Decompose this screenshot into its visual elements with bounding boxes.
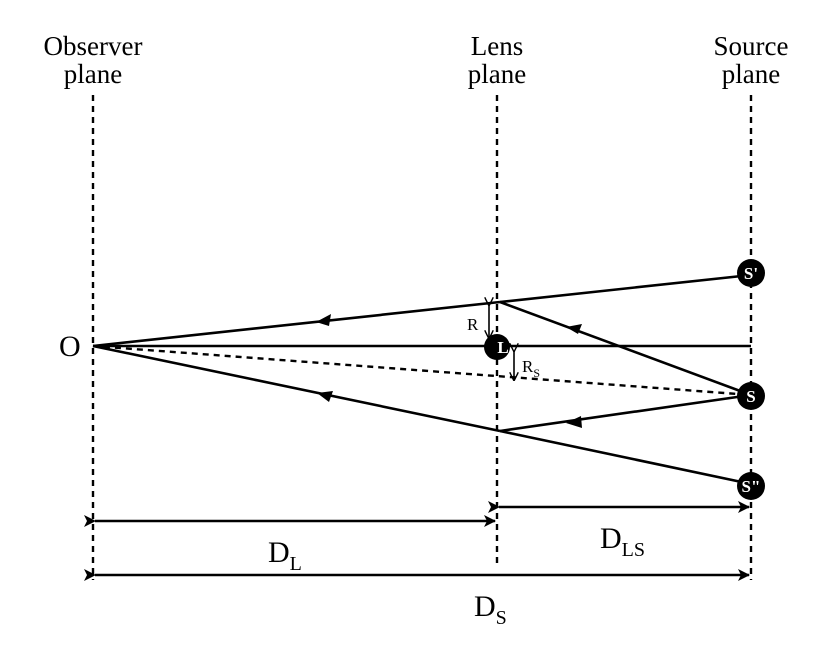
lower-ray-source-to-lens	[499, 393, 752, 433]
ds-base: D	[474, 590, 496, 623]
source-node	[737, 382, 765, 410]
lens-node-label: L	[497, 338, 508, 357]
source-plane-label-line1: Source	[714, 31, 789, 61]
dl-base: D	[268, 536, 290, 569]
upper-ray-arrowhead-left	[316, 314, 331, 326]
image1-node-label: S'	[744, 264, 758, 283]
dl-sub: L	[290, 553, 302, 575]
ds-label: DS	[474, 590, 507, 629]
ds-sub: S	[496, 607, 507, 629]
observer-point-label: O	[59, 330, 81, 363]
image2-node-label: S"	[742, 477, 761, 496]
lower-ray-arrowhead-right	[566, 416, 582, 428]
dls-label: DLS	[600, 522, 645, 561]
observer-plane-label-line1: Observer	[44, 31, 143, 61]
lower-ray-arrowhead-left	[317, 391, 333, 402]
dl-label: DL	[268, 536, 302, 575]
upper-ray-lens-to-observer	[92, 300, 501, 348]
lens-plane-label-line1: Lens	[471, 31, 523, 61]
lens-plane-label-line2: plane	[468, 59, 526, 89]
upper-ray-arrowhead-right	[566, 324, 582, 334]
dls-sub: LS	[622, 539, 645, 561]
image2-node	[737, 472, 765, 500]
lower-ray-lens-to-observer	[92, 344, 501, 433]
source-plane-label-line2: plane	[722, 59, 780, 89]
source-node-label: S	[746, 387, 755, 406]
source-radius-label: RS	[522, 357, 540, 380]
image1-node	[737, 259, 765, 287]
true-source-sightline	[92, 344, 752, 397]
upper-ray-source-to-lens	[499, 300, 752, 397]
lens-node	[484, 334, 510, 360]
observer-plane-label-line2: plane	[64, 59, 122, 89]
lower-image-ray	[499, 429, 752, 486]
source-radius-sub: S	[533, 366, 540, 380]
einstein-radius-label: R	[467, 315, 479, 334]
upper-image-ray	[499, 273, 752, 304]
source-radius-base: R	[522, 357, 534, 376]
dls-base: D	[600, 522, 622, 555]
